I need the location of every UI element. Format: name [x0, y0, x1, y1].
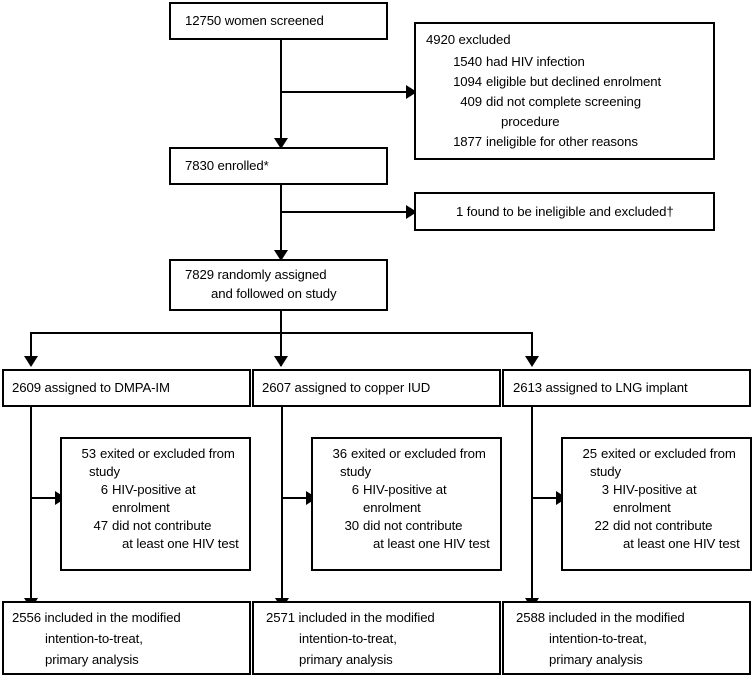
arm-copper-iud-exits-box — [311, 437, 502, 571]
arm-dmpa-im-analysis-line-1: intention-to-treat, — [45, 631, 143, 646]
arm-copper-iud-analysis-box — [252, 601, 501, 675]
node-excluded-screening — [414, 22, 715, 160]
arm-dmpa-im-exits-text-cont: study — [89, 464, 121, 479]
excluded-screening-item-count-4: 1877 — [453, 134, 482, 149]
arrowhead-arm-1 — [24, 356, 38, 367]
connector-screened-to-excluded — [280, 91, 408, 93]
arm-lng-implant-exits-box — [561, 437, 752, 571]
node-ineligible-after-enrolment-label: 1 found to be ineligible and excluded† — [456, 204, 674, 219]
arm-lng-implant-exit-item-reason-cont-0: enrolment — [613, 500, 671, 515]
arm-copper-iud-exit-item-count-0: 6 — [351, 482, 359, 497]
node-screened — [169, 2, 388, 40]
connector-enrolled-stem — [280, 185, 282, 253]
connector-split-right — [531, 332, 533, 359]
arm-copper-iud-exits-count: 36 — [332, 446, 348, 461]
arrowhead-to-ineligible — [406, 205, 417, 219]
arm-dmpa-im-exits-text: exited or excluded from — [100, 446, 235, 461]
arm-lng-implant-exits-text-cont: study — [590, 464, 622, 479]
arm-copper-iud-exit-item-reason-cont-0: enrolment — [363, 500, 421, 515]
arm-dmpa-im-exit-item-reason-cont-1: at least one HIV test — [122, 536, 239, 551]
arm-dmpa-im-assigned-box — [2, 369, 251, 407]
arm-dmpa-im-exit-item-reason-0: HIV-positive at — [112, 482, 196, 497]
arm-dmpa-im-exit-item-count-1: 47 — [93, 518, 109, 533]
arm-dmpa-im-exit-item-count-0: 6 — [100, 482, 108, 497]
arm-dmpa-im-exits-box — [60, 437, 251, 571]
arm-copper-iud-to-exits — [281, 497, 308, 499]
node-randomised-line-0: 7829 randomly assigned — [185, 267, 327, 282]
excluded-screening-item-count-2: 409 — [460, 94, 482, 109]
connector-split-bar — [30, 332, 533, 334]
excluded-screening-item-reason-4: ineligible for other reasons — [486, 134, 638, 149]
arm-dmpa-im-stem — [30, 407, 32, 601]
connector-split-left — [30, 332, 32, 359]
arm-copper-iud-assigned-label: 2607 assigned to copper IUD — [262, 380, 431, 395]
node-enrolled — [169, 147, 388, 185]
arm-lng-implant-exit-item-reason-0: HIV-positive at — [613, 482, 697, 497]
arm-copper-iud-analysis-line-2: primary analysis — [299, 652, 393, 667]
arm-dmpa-im-exit-item-reason-1: did not contribute — [112, 518, 212, 533]
arm-dmpa-im-to-exits — [30, 497, 57, 499]
arm-copper-iud-exits-text-cont: study — [340, 464, 372, 479]
arm-dmpa-im-analysis-box — [2, 601, 251, 675]
excluded-screening-item-count-1: 1094 — [453, 74, 482, 89]
node-enrolled-label: 7830 enrolled* — [185, 158, 269, 173]
arm-copper-iud-exit-item-reason-0: HIV-positive at — [363, 482, 447, 497]
arm-dmpa-im-analysis-line-2: primary analysis — [45, 652, 139, 667]
connector-screened-stem — [280, 40, 282, 141]
excluded-screening-item-reason-1: eligible but declined enrolment — [486, 74, 662, 89]
arm-lng-implant-exit-item-count-0: 3 — [601, 482, 609, 497]
arm-lng-implant-analysis-line-2: primary analysis — [549, 652, 643, 667]
arm-dmpa-im-exit-item-reason-cont-0: enrolment — [112, 500, 170, 515]
arm-lng-implant-analysis-line-0: 2588 included in the modified — [516, 610, 685, 625]
arm-lng-implant-assigned-box — [502, 369, 751, 407]
arm-dmpa-im-assigned-label: 2609 assigned to DMPA-IM — [12, 380, 170, 395]
arm-lng-implant-assigned-label: 2613 assigned to LNG implant — [513, 380, 688, 395]
excluded-screening-item-reason-3: procedure — [501, 114, 560, 129]
node-randomised — [169, 259, 388, 311]
excluded-screening-item-count-0: 1540 — [453, 54, 482, 69]
arm-lng-implant-exit-item-reason-cont-1: at least one HIV test — [623, 536, 740, 551]
node-screened-label: 12750 women screened — [185, 13, 324, 28]
connector-randomised-stem — [280, 311, 282, 366]
arm-lng-implant-analysis-box — [502, 601, 751, 675]
arm-copper-iud-analysis-line-0: 2571 included in the modified — [266, 610, 435, 625]
arrowhead-to-enrolled — [274, 138, 288, 149]
arm-copper-iud-exit-item-count-1: 30 — [344, 518, 360, 533]
arm-copper-iud-exits-text: exited or excluded from — [351, 446, 486, 461]
arm-copper-iud-exit-item-reason-cont-1: at least one HIV test — [373, 536, 490, 551]
arrowhead-arm-2 — [274, 356, 288, 367]
excluded-screening-header: 4920 excluded — [426, 32, 511, 47]
arm-lng-implant-exit-item-count-1: 22 — [594, 518, 610, 533]
arm-dmpa-im-exits-count: 53 — [81, 446, 97, 461]
arm-lng-implant-analysis-line-1: intention-to-treat, — [549, 631, 647, 646]
arm-lng-implant-stem — [531, 407, 533, 601]
arm-dmpa-im-analysis-line-0: 2556 included in the modified — [12, 610, 181, 625]
arm-copper-iud-stem — [281, 407, 283, 601]
arm-copper-iud-analysis-line-1: intention-to-treat, — [299, 631, 397, 646]
arrowhead-to-randomised — [274, 250, 288, 261]
arm-lng-implant-exits-text: exited or excluded from — [601, 446, 736, 461]
arrowhead-arm-3 — [525, 356, 539, 367]
arm-lng-implant-exit-item-reason-1: did not contribute — [613, 518, 713, 533]
excluded-screening-item-reason-2: did not complete screening — [486, 94, 642, 109]
excluded-screening-item-reason-0: had HIV infection — [486, 54, 585, 69]
arm-copper-iud-exit-item-reason-1: did not contribute — [363, 518, 463, 533]
arm-copper-iud-assigned-box — [252, 369, 501, 407]
node-randomised-line-1: and followed on study — [211, 286, 337, 301]
node-ineligible-after-enrolment — [414, 192, 715, 231]
arm-lng-implant-exits-count: 25 — [582, 446, 598, 461]
connector-enrolled-to-ineligible — [280, 211, 408, 213]
arm-lng-implant-to-exits — [531, 497, 558, 499]
arrowhead-to-excluded — [406, 85, 417, 99]
